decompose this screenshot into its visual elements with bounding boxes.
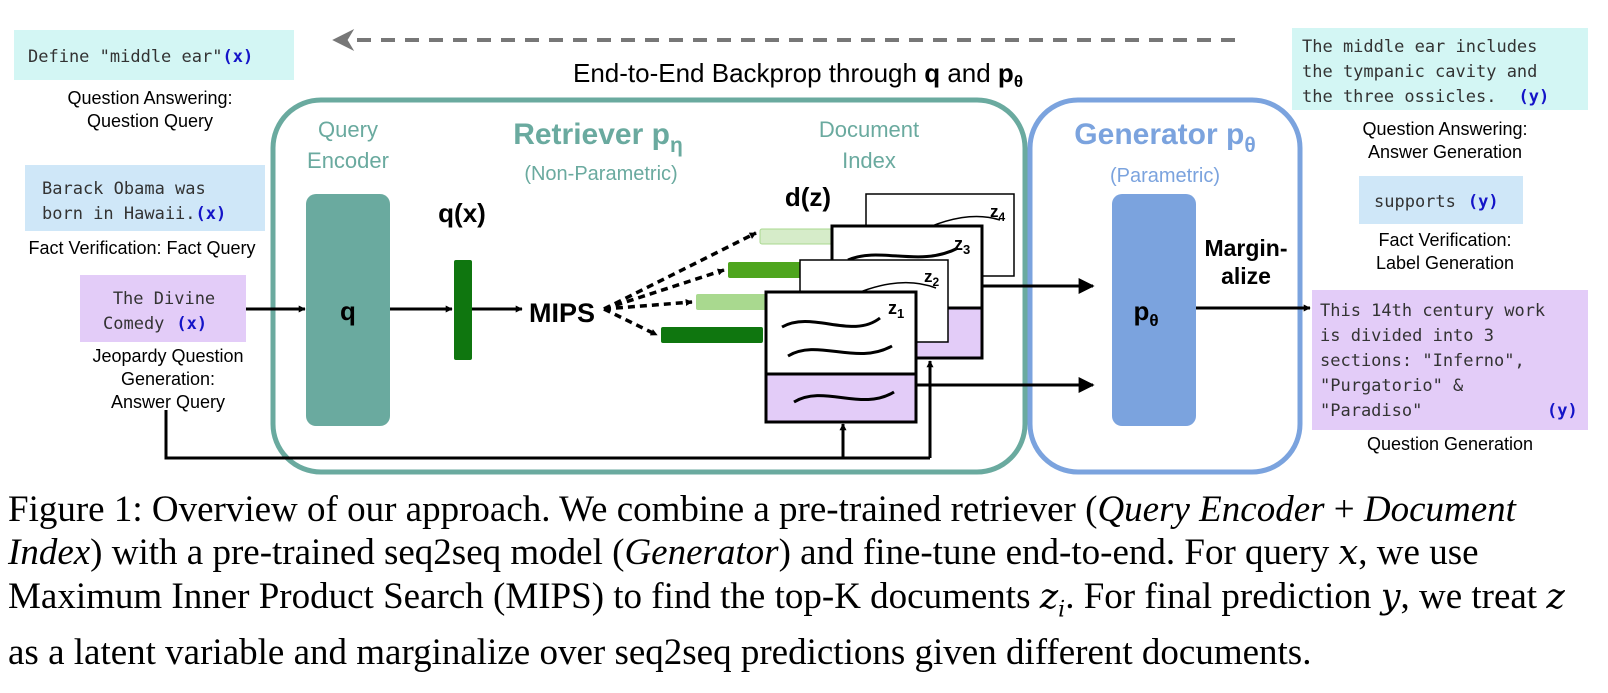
- document-index-label-2: Index: [842, 148, 896, 173]
- retriever-title: Retriever pη: [513, 118, 683, 157]
- retriever-subtitle: (Non-Parametric): [524, 163, 677, 185]
- marginalize-label: Margin-: [1204, 235, 1287, 261]
- svg-text:the three ossicles.(y): the three ossicles.(y): [1302, 87, 1549, 107]
- svg-text:(y): (y): [1547, 401, 1578, 421]
- svg-text:"Purgatorio" &: "Purgatorio" &: [1320, 376, 1464, 396]
- svg-text:The middle ear includes: The middle ear includes: [1302, 37, 1537, 57]
- rag-diagram: End-to-End Backprop through q and pθ Que…: [14, 28, 1588, 475]
- svg-text:sections: "Inferno",: sections: "Inferno",: [1320, 351, 1525, 371]
- query-encoder-block-label: q: [340, 296, 356, 326]
- svg-text:Answer Generation: Answer Generation: [1368, 142, 1522, 162]
- svg-text:Question Query: Question Query: [87, 111, 213, 131]
- svg-text:Jeopardy Question: Jeopardy Question: [92, 346, 243, 366]
- svg-text:supports(y): supports(y): [1374, 192, 1499, 212]
- query-vector: [454, 260, 472, 360]
- query-encoder-label-2: Encoder: [307, 148, 389, 173]
- svg-text:is divided into 3: is divided into 3: [1320, 326, 1494, 346]
- document-z1: z1: [764, 290, 918, 424]
- svg-text:The Divine: The Divine: [113, 289, 215, 309]
- input-qa: Define "middle ear"(x) Question Answerin…: [14, 30, 294, 131]
- doc-vector-4: [759, 228, 843, 245]
- mips-label: MIPS: [529, 298, 595, 328]
- svg-text:z2: z2: [924, 267, 940, 289]
- svg-text:z3: z3: [954, 234, 970, 257]
- output-fact-verification: supports(y) Fact Verification: Label Gen…: [1359, 176, 1523, 273]
- svg-text:"Paradiso": "Paradiso": [1320, 401, 1422, 421]
- backprop-label: End-to-End Backprop through q and pθ: [573, 58, 1023, 91]
- input-route-line: [164, 410, 930, 460]
- svg-text:Question Answering:: Question Answering:: [67, 88, 232, 108]
- figure-caption: Figure 1: Overview of our approach. We c…: [8, 489, 1565, 674]
- svg-text:Define "middle ear"(x): Define "middle ear"(x): [28, 47, 253, 67]
- generator-block-label: pθ: [1133, 296, 1158, 330]
- svg-text:This 14th century work: This 14th century work: [1320, 301, 1545, 321]
- svg-text:Question Generation: Question Generation: [1367, 434, 1533, 454]
- generator-title: Generator pθ: [1074, 118, 1255, 157]
- svg-text:Generation:: Generation:: [121, 369, 215, 389]
- marginalize-label-2: alize: [1221, 263, 1271, 289]
- query-encoder-block: [306, 194, 390, 426]
- svg-text:born in Hawaii.(x): born in Hawaii.(x): [42, 204, 226, 224]
- svg-text:Barack Obama was: Barack Obama was: [42, 179, 206, 199]
- svg-text:Question Answering:: Question Answering:: [1362, 119, 1527, 139]
- svg-text:Label Generation: Label Generation: [1376, 253, 1514, 273]
- input-fact-verification: Barack Obama was born in Hawaii.(x) Fact…: [25, 165, 265, 258]
- svg-text:Answer Query: Answer Query: [111, 392, 225, 412]
- document-index-label: Document: [819, 117, 919, 142]
- mips-arrows: [603, 231, 757, 337]
- svg-text:z4: z4: [990, 202, 1006, 224]
- query-encoder-label: Query: [318, 117, 378, 142]
- doc-vector-1: [661, 327, 763, 343]
- generator-block: [1112, 194, 1196, 426]
- svg-text:z1: z1: [888, 298, 904, 321]
- svg-text:Comedy(x): Comedy(x): [103, 314, 207, 334]
- generator-subtitle: (Parametric): [1110, 165, 1220, 187]
- dz-label: d(z): [785, 182, 831, 212]
- qx-label: q(x): [438, 198, 486, 228]
- svg-text:Fact Verification:: Fact Verification:: [1378, 230, 1511, 250]
- svg-text:Fact Verification: Fact Query: Fact Verification: Fact Query: [28, 238, 255, 258]
- svg-text:the tympanic cavity and: the tympanic cavity and: [1302, 62, 1537, 82]
- output-qa: The middle ear includes the tympanic cav…: [1292, 28, 1588, 162]
- input-jeopardy: The Divine Comedy(x) Jeopardy Question G…: [80, 275, 246, 412]
- output-question-generation: This 14th century work is divided into 3…: [1312, 290, 1588, 454]
